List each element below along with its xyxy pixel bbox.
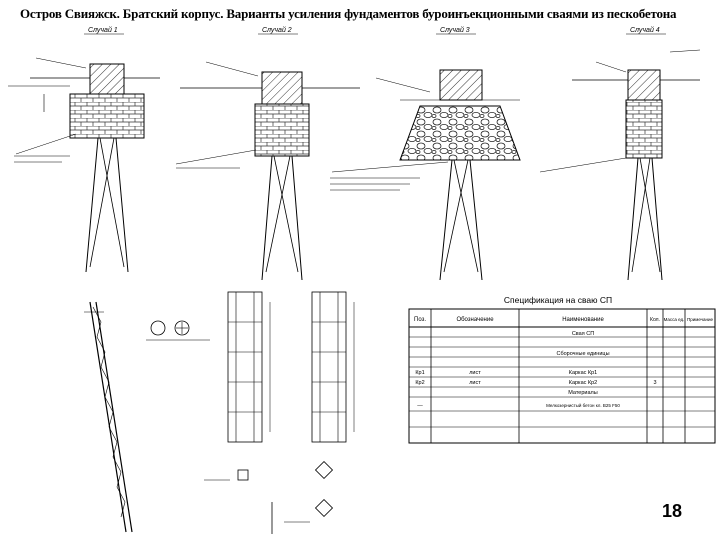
spec-row-4-name: Каркас Кр2 <box>569 380 598 386</box>
spec-col-qty: Кол. <box>650 317 660 323</box>
spec-col-pos: Поз. <box>414 317 426 323</box>
spec-row-6-name: Мелкозернистый бетон кл. В25 F50 <box>546 402 620 408</box>
spec-row-3-name: Каркас Кр1 <box>569 370 598 376</box>
case-3-label: Случай 3 <box>440 26 470 34</box>
pile-detail <box>84 301 133 533</box>
page-number: 18 <box>661 501 682 521</box>
spec-row-1-name: Свая СП <box>572 331 594 337</box>
spec-col-mass: Масса ед. <box>664 317 685 322</box>
spec-col-designation: Обозначение <box>456 317 494 323</box>
case-2-section: Случай 2 <box>175 26 360 281</box>
spec-row-4-qty: 3 <box>653 380 656 386</box>
case-1-section: Случай 1 <box>8 26 160 273</box>
cage-kr1 <box>227 291 271 443</box>
spec-col-name: Наименование <box>562 317 604 323</box>
cage-kr2 <box>311 291 355 443</box>
spec-row-4-pos: Кр2 <box>415 380 424 386</box>
foundation-drawings: Случай 1 Случай 2 Случай 3 <box>8 26 701 534</box>
node-details <box>204 460 334 534</box>
slide-title: Остров Свияжск. Братский корпус. Вариант… <box>20 6 677 21</box>
case-4-label: Случай 4 <box>630 26 660 34</box>
spec-row-2-name: Сборочные единицы <box>556 351 609 357</box>
case-1-label: Случай 1 <box>88 26 118 34</box>
pile-cross-sections <box>146 320 210 341</box>
spec-row-5-name: Материалы <box>568 390 597 396</box>
case-4-section: Случай 4 <box>539 26 701 281</box>
spec-row-6-pos: — <box>417 403 423 409</box>
case-3-section: Случай 3 <box>330 26 521 281</box>
spec-row-3-designation: лист <box>469 370 481 376</box>
spec-row-3-pos: Кр1 <box>415 370 424 376</box>
specification-table: Спецификация на сваю СП Поз. Обозначение… <box>408 295 716 444</box>
spec-title: Спецификация на сваю СП <box>504 295 612 305</box>
spec-row-4-designation: лист <box>469 380 481 386</box>
case-2-label: Случай 2 <box>262 26 292 34</box>
spec-col-note: Примечание <box>687 317 714 322</box>
